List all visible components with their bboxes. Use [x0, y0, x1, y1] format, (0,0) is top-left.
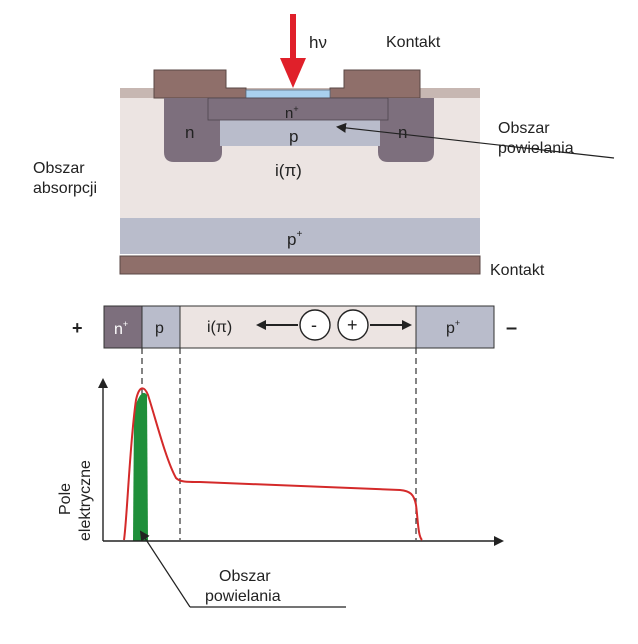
band-plus-sign: +: [72, 318, 83, 338]
electron-circle: [299, 309, 331, 341]
band-label-i: i(π): [207, 319, 232, 336]
band-minus-sign: –: [506, 317, 517, 339]
multiplication-region-fill: [133, 392, 148, 541]
label-n-left: n: [185, 123, 194, 142]
band-label-nplus: n+: [114, 319, 128, 338]
optical-window: [245, 89, 331, 99]
label-multiplication-1: Obszar: [498, 120, 550, 137]
hole-circle: [337, 309, 369, 341]
band-pplus: [415, 305, 495, 349]
nplus-layer: [207, 97, 389, 121]
label-contact-bottom: Kontakt: [490, 262, 545, 279]
label-light: hν: [309, 33, 327, 52]
guard-ring-left: [164, 98, 222, 162]
label-contact-top: Kontakt: [386, 34, 441, 51]
band-i: [179, 305, 417, 349]
light-arrow: [280, 14, 306, 88]
electric-field-curve: [123, 387, 423, 541]
label-multiplication-2: powielania: [498, 140, 574, 157]
band-nplus: [103, 305, 143, 349]
contact-bottom: [119, 255, 481, 275]
ylabel-line2: elektryczne: [77, 460, 94, 541]
multiplication-pointer: [336, 122, 615, 159]
label-n-right: n: [398, 123, 407, 142]
label-nplus: n+: [285, 104, 299, 122]
hole-sign: +: [347, 315, 358, 335]
plot-multiplication-pointer: [139, 530, 191, 608]
guard-ring-right: [378, 98, 434, 162]
band-strip: + – n+ p i(π) p+ - +: [72, 305, 517, 349]
contact-right: [329, 69, 421, 99]
device-cross-section: n+ p n n i(π) p+ hν Kontakt Kontakt Obsz…: [33, 14, 615, 279]
contact-left: [153, 69, 247, 99]
plot-multiplication-2: powielania: [205, 588, 281, 605]
p-layer: [220, 120, 380, 146]
ylabel-line1: Pole: [57, 483, 74, 515]
plot-multiplication-1: Obszar: [219, 568, 271, 585]
band-label-p: p: [155, 320, 164, 337]
label-p: p: [289, 127, 298, 146]
label-absorption-1: Obszar: [33, 160, 85, 177]
label-pplus: p+: [287, 229, 302, 249]
label-i: i(π): [275, 161, 302, 180]
label-absorption-2: absorpcji: [33, 180, 97, 197]
electron-sign: -: [311, 315, 317, 335]
field-plot: Pole elektryczne Obszar powielania: [57, 348, 504, 608]
band-label-pplus: p+: [446, 318, 460, 337]
pplus-substrate: [120, 218, 480, 254]
